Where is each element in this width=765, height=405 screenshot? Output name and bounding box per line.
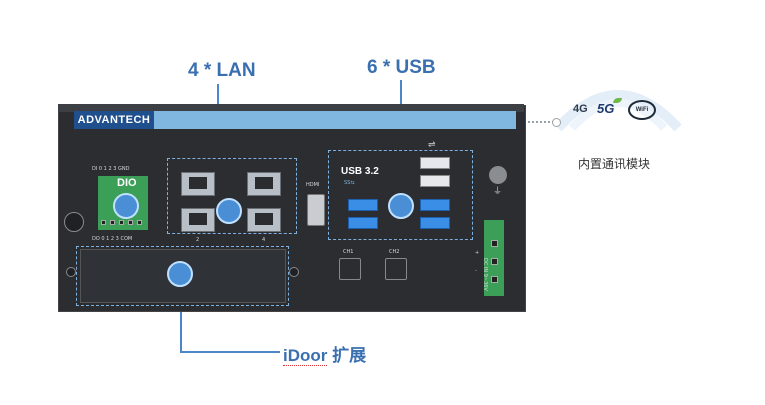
usb-port[interactable] [348, 217, 378, 229]
badge-wifi-icon: WiFi [628, 100, 656, 120]
usb-port[interactable] [348, 199, 378, 211]
wireless-signal-graphic [554, 90, 682, 132]
dio-pin [137, 220, 142, 225]
badge-5g-icon: 5G [597, 101, 615, 116]
dio-pin [110, 220, 115, 225]
dio-pin [128, 220, 133, 225]
power-pin [491, 276, 498, 283]
ground-icon: ⏚ [493, 187, 503, 197]
wireless-module-label: 内置通讯模块 [578, 157, 651, 171]
usb-highlight-box [328, 150, 473, 240]
usb-symbol-icon: ⇌ [428, 140, 436, 150]
dio-top-label: DI 0 1 2 3 GND [92, 166, 130, 172]
lan-number-right: 4 [262, 237, 266, 243]
badge-5g-leaf-icon [613, 98, 622, 103]
lan-callout-label: 4 * LAN [188, 60, 256, 81]
idoor-highlight-dot[interactable] [167, 261, 193, 287]
lan-highlight-box [167, 158, 297, 234]
usb-ss-logo-icon: SS⇆ [344, 180, 355, 186]
ch1-label: CH1 [343, 249, 354, 255]
lan-port[interactable] [181, 172, 215, 196]
idoor-callout-label: iDoor 扩展 [283, 346, 367, 365]
ground-screw [489, 166, 507, 184]
hdmi-label: HDMI [306, 182, 320, 188]
idoor-leader-horizontal [180, 351, 280, 353]
lan-port[interactable] [247, 208, 281, 232]
antenna-mount [64, 212, 84, 232]
dio-pin [101, 220, 106, 225]
chassis-top-edge [58, 104, 524, 112]
usb-port[interactable] [420, 217, 450, 229]
chassis-blue-band [74, 111, 516, 129]
idoor-spellcheck-underline [283, 363, 327, 366]
power-pin [491, 258, 498, 265]
usb-port[interactable] [420, 175, 450, 187]
power-input-label: DC IN 9~36V [482, 258, 488, 291]
advantech-logo: ADVANTECH [74, 111, 154, 129]
lan-port[interactable] [181, 208, 215, 232]
ch2-label: CH2 [389, 249, 400, 255]
dio-label: DIO [117, 177, 137, 189]
right-screw [289, 267, 299, 277]
power-pin [491, 240, 498, 247]
ch1-port[interactable] [339, 258, 361, 280]
dio-bottom-label: DO 0 1 2 3 COM [92, 236, 133, 242]
dio-pin [119, 220, 124, 225]
usb-callout-label: 6 * USB [367, 57, 436, 78]
power-minus-label: - [475, 268, 477, 274]
usb-port[interactable] [420, 199, 450, 211]
lan-highlight-dot[interactable] [216, 198, 242, 224]
ch2-port[interactable] [385, 258, 407, 280]
lan-port[interactable] [247, 172, 281, 196]
power-plus-label: + [475, 250, 480, 256]
idoor-highlight-box [76, 246, 289, 306]
lan-number-left: 2 [196, 237, 200, 243]
usb-port[interactable] [420, 157, 450, 169]
idoor-leader-vertical [180, 310, 182, 352]
hdmi-port[interactable] [307, 194, 325, 226]
wireless-connector-end [552, 118, 561, 127]
usb-version-label: USB 3.2 [341, 166, 379, 177]
left-screw [66, 267, 76, 277]
badge-4g-icon: 4G [573, 103, 588, 115]
usb-highlight-dot[interactable] [388, 193, 414, 219]
dio-highlight-dot[interactable] [113, 193, 139, 219]
